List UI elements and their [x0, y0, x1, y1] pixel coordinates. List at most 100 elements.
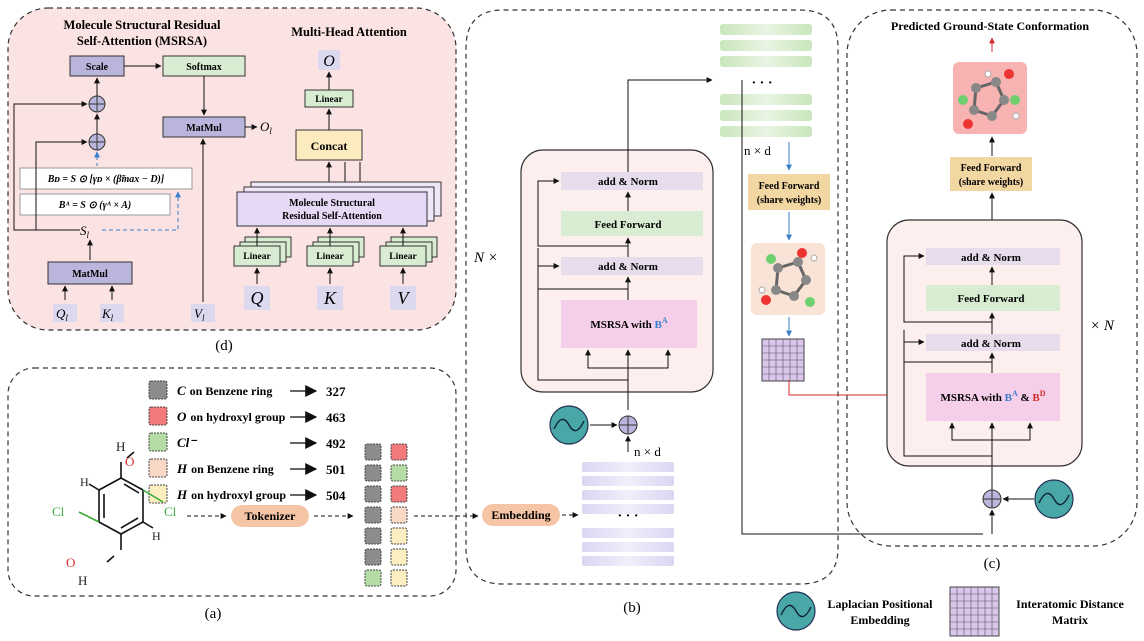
atom-h-top: H	[116, 439, 125, 454]
embedding-label: Embedding	[491, 508, 550, 522]
atom-o-bottom: O	[66, 555, 75, 570]
output-band	[720, 94, 812, 105]
add-norm-bottom-c	[926, 334, 1060, 351]
matrix-frame	[949, 586, 1000, 637]
ff-share-b-line1: Feed Forward	[759, 181, 820, 192]
caption-b: (b)	[623, 600, 641, 616]
token-grid	[364, 443, 408, 587]
distance-matrix-b	[761, 338, 805, 382]
token-cell	[390, 569, 408, 587]
legend-value: 501	[326, 462, 346, 477]
output-band	[720, 56, 812, 67]
msrsa-title-line2: Self-Attention (MSRSA)	[77, 34, 207, 48]
q-l-box	[53, 304, 77, 322]
legend-swatch	[148, 380, 168, 400]
add-norm-bottom-b	[561, 257, 703, 275]
k-l-box	[100, 304, 124, 322]
legend-laplacian-icon	[776, 591, 816, 631]
line-to-panel-c	[741, 80, 983, 535]
legend-text: Cl⁻	[177, 435, 198, 450]
legend-value: 504	[326, 488, 346, 503]
in-q-box	[244, 286, 270, 310]
legend-lpe-line1: Laplacian Positional	[827, 597, 933, 611]
token-cell	[364, 506, 382, 524]
msrsa-with-ba-bd-c	[926, 373, 1060, 421]
arrow-matrix-to-msrsa	[788, 380, 922, 398]
legend-value: 327	[326, 384, 346, 399]
ff-share-c-line1: Feed Forward	[961, 163, 1022, 174]
token-cell	[364, 569, 382, 587]
out-o-box	[318, 50, 340, 70]
msrsa-with-ba-bd-c-label: MSRSA with BA & BD	[940, 389, 1045, 404]
embedding-band	[582, 504, 674, 514]
laplacian-icon-b	[549, 405, 589, 445]
legend-value: 492	[326, 436, 346, 451]
v-l-box	[191, 304, 215, 322]
panel-b: N × add & Norm Feed Forward add & Norm M…	[465, 9, 983, 585]
legend-idm-line2: Matrix	[1052, 613, 1088, 627]
feed-forward-b	[561, 211, 703, 236]
token-cell	[364, 548, 382, 566]
msrsa-box-line2: Residual Self-Attention	[282, 211, 382, 222]
embedding-bands	[582, 462, 674, 566]
legend-idm-line1: Interatomic Distance	[1016, 597, 1124, 611]
atom-cl-right: Cl	[164, 504, 177, 519]
embedding-band	[582, 528, 674, 538]
token-cell	[364, 464, 382, 482]
feed-forward-c	[926, 285, 1060, 311]
skip-line-inner	[35, 139, 88, 231]
q-l-label: Ql	[56, 306, 68, 323]
panel-c: Predicted Ground-State Conformation Feed…	[846, 9, 1138, 547]
panel-b-frame	[465, 9, 839, 585]
in-k-box	[317, 286, 343, 310]
msrsa-with-ba-b	[561, 300, 697, 348]
molecule-2d	[78, 451, 164, 563]
k-l-label: Kl	[101, 306, 114, 323]
ff-share-c-line2: (share weights)	[959, 177, 1024, 188]
formula-bd-box	[19, 167, 193, 190]
output-bands	[720, 24, 812, 137]
output-band	[720, 110, 812, 121]
linear-v-label: Linear	[389, 252, 417, 262]
scale-label: Scale	[86, 62, 109, 73]
linear-q-label: Linear	[243, 252, 271, 262]
in-v-box	[390, 286, 416, 310]
legend-row: Cl⁻ 492	[148, 432, 346, 452]
tokenizer-pill	[231, 505, 309, 527]
out-o-label: O	[323, 53, 335, 70]
msrsa-with-ba-b-label: MSRSA with BA	[590, 316, 668, 331]
ff-share-c	[950, 157, 1032, 191]
s-l-label: Sl	[80, 223, 90, 240]
matmul-top-label: MatMul	[186, 123, 222, 134]
legend-swatch	[148, 406, 168, 426]
add-norm-top-c-label: add & Norm	[961, 252, 1021, 264]
linear-out-label: Linear	[315, 95, 343, 105]
atom-h-left: H	[80, 475, 89, 489]
ellipsis-top: · · ·	[751, 76, 772, 91]
ff-share-b-line2: (share weights)	[757, 195, 822, 206]
mha-title: Multi-Head Attention	[291, 25, 407, 39]
token-cell	[364, 485, 382, 503]
laplacian-icon-c	[1034, 479, 1074, 519]
atom-cl-left: Cl	[52, 504, 65, 519]
embedding-band	[582, 476, 674, 486]
legend-value: 463	[326, 410, 346, 425]
msrsa-title-line1: Molecule Structural Residual	[64, 18, 221, 32]
output-band	[720, 40, 812, 51]
molecule-3d-c	[953, 62, 1027, 134]
add-norm-top-b	[561, 172, 703, 190]
caption-c: (c)	[984, 556, 1001, 572]
embedding-pill	[482, 504, 560, 526]
nxd-top-label: n × d	[744, 143, 771, 158]
add-norm-top-c	[926, 248, 1060, 265]
formula-bd: Bᴅ = S ⊙ [γᴅ × (β̃max − D)]	[47, 174, 165, 185]
token-cell	[390, 443, 408, 461]
v-l-label: Vl	[194, 306, 205, 323]
matmul-bottom-box	[47, 261, 133, 285]
